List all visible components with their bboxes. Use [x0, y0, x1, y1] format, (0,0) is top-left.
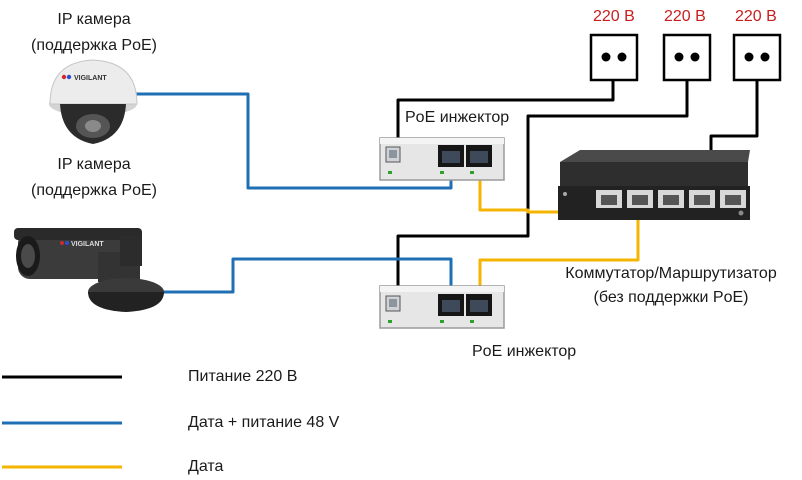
camera-top-label: IP камера (поддержка PoE) — [8, 10, 180, 56]
injector-top-label: PoE инжектор — [405, 109, 510, 126]
camera-bottom-label: IP камера (поддержка PoE) — [8, 155, 180, 201]
power-cable-injector-bottom — [396, 80, 689, 300]
poe-injector-bottom-icon — [379, 285, 505, 329]
camera-bottom-subtitle: (поддержка PoE) — [31, 182, 157, 199]
dome-camera-icon: VIGILANT — [49, 59, 138, 144]
power-outlet-1 — [589, 33, 639, 82]
data-power-cable-camera-top — [130, 92, 453, 190]
legend-label-data-power: Дата + питание 48 V — [188, 414, 340, 431]
outlet-2-label: 220 В — [664, 8, 706, 25]
camera-top-subtitle: (поддержка PoE) — [31, 37, 157, 54]
outlet-3-label: 220 В — [735, 8, 777, 25]
bullet-camera-icon: VIGILANT — [14, 228, 164, 312]
power-cable-switch — [709, 80, 759, 162]
camera-brand-bottom: VIGILANT — [71, 241, 104, 248]
switch-title: Коммутатор/Маршрутизатор — [565, 265, 777, 282]
switch-label: Коммутатор/Маршрутизатор (без поддержки … — [540, 264, 802, 308]
switch-subtitle: (без поддержки PoE) — [593, 289, 749, 306]
legend-label-power: Питание 220 В — [188, 368, 298, 385]
data-power-cable-camera-bottom — [160, 257, 453, 300]
injector-bottom-label: PoE инжектор — [472, 343, 577, 360]
power-outlet-2 — [662, 33, 712, 82]
power-outlet-3 — [732, 33, 782, 82]
camera-bottom-title: IP камера — [57, 156, 131, 173]
camera-brand-top: VIGILANT — [74, 75, 107, 82]
legend-label-data: Дата — [188, 458, 224, 475]
data-cable-injector-bottom — [478, 204, 640, 300]
outlet-1-label: 220 В — [593, 8, 635, 25]
network-switch-icon — [558, 150, 750, 220]
camera-top-title: IP камера — [57, 11, 131, 28]
poe-injector-top-icon — [379, 137, 505, 181]
